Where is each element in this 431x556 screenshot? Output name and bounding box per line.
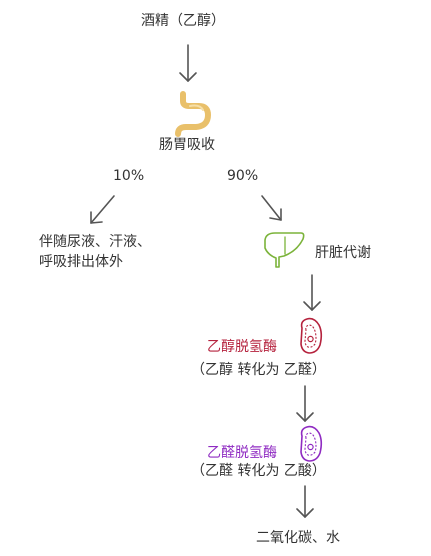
percentage-left: 10%	[113, 168, 145, 184]
node-adh: 乙醇脱氢酶	[207, 339, 277, 355]
stomach-icon	[175, 91, 211, 137]
node-liver: 肝脏代谢	[315, 245, 371, 261]
arrow-alcohol-to-absorption	[179, 44, 197, 82]
node-adh-note: （乙醇 转化为 乙醛）	[191, 362, 326, 378]
node-aldh: 乙醛脱氢酶	[207, 445, 277, 461]
node-alcohol: 酒精（乙醇）	[141, 13, 225, 29]
node-aldh-note: （乙醛 转化为 乙酸）	[191, 463, 326, 479]
enzyme-icon	[300, 317, 323, 354]
enzyme-icon	[300, 425, 323, 462]
arrow-liver-to-adh	[303, 274, 321, 311]
percentage-right: 90%	[227, 168, 259, 184]
node-absorption: 肠胃吸收	[159, 137, 215, 153]
liver-icon	[264, 232, 305, 268]
arrow-aldh-to-end	[296, 485, 314, 518]
node-excretion-line2: 呼吸排出体外	[39, 254, 123, 270]
arrow-adh-to-aldh	[296, 385, 314, 422]
node-end: 二氧化碳、水	[256, 530, 340, 546]
node-excretion-line1: 伴随尿液、汗液、	[39, 234, 151, 250]
arrow-absorption-to-excretion	[90, 195, 115, 224]
arrow-absorption-to-liver	[261, 195, 282, 221]
